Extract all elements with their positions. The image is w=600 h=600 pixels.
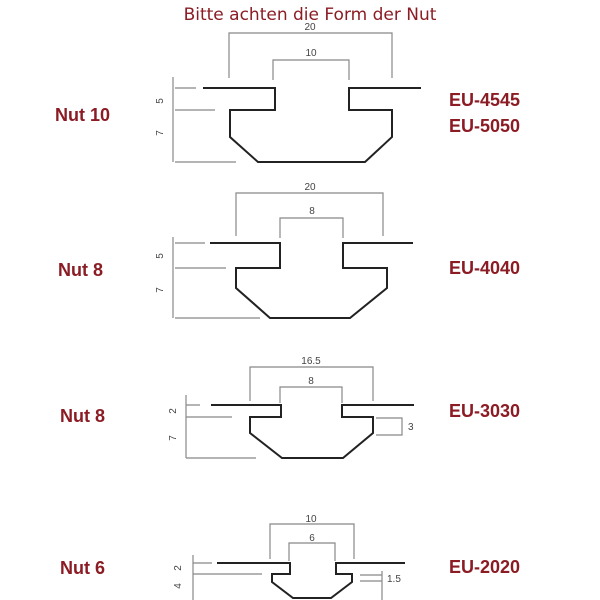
dim-lip-height: 5	[155, 253, 166, 259]
dim-lip-height: 2	[168, 408, 179, 414]
dim-side-height: 1.5	[387, 574, 401, 585]
slot-outline	[211, 404, 414, 459]
profile-nut-6: Nut 6 EU-2020 10 6 2 4 1.5	[60, 514, 520, 600]
dim-slot-width: 8	[308, 376, 314, 387]
dim-body-height: 4	[173, 583, 184, 589]
profile-nut-8-3030: Nut 8 EU-3030 16.5 8 2 7 3	[60, 356, 520, 459]
profile-nut-8-4040: Nut 8 EU-4040 20 8 5 7	[58, 182, 520, 319]
profile-label: Nut 6	[60, 558, 105, 578]
profile-code: EU-4040	[449, 258, 520, 278]
slot-outline	[203, 87, 421, 163]
diagram-title: Bitte achten die Form der Nut	[184, 5, 437, 25]
slot-outline	[210, 242, 413, 319]
dim-slot-width: 6	[309, 533, 315, 544]
dim-lip-height: 5	[155, 98, 166, 104]
slot-outline	[217, 562, 405, 599]
dim-body-height: 7	[155, 130, 166, 136]
dim-outer-width: 20	[304, 182, 316, 193]
dim-side-height: 3	[408, 422, 414, 433]
profile-label: Nut 8	[58, 260, 103, 280]
dim-lip-height: 2	[173, 565, 184, 571]
profile-code: EU-3030	[449, 401, 520, 421]
dim-slot-width: 8	[309, 206, 315, 217]
dim-body-height: 7	[155, 287, 166, 293]
profile-label: Nut 10	[55, 105, 110, 125]
profile-label: Nut 8	[60, 406, 105, 426]
profile-code: EU-4545	[449, 90, 520, 110]
dim-outer-width: 20	[304, 22, 316, 33]
dim-body-height: 7	[168, 435, 179, 441]
dim-outer-width: 10	[305, 514, 317, 525]
dim-slot-width: 10	[305, 48, 317, 59]
profile-code: EU-5050	[449, 116, 520, 136]
profile-nut-10: Nut 10 EU-4545 EU-5050 20 10 5 7	[55, 22, 520, 163]
profile-code: EU-2020	[449, 557, 520, 577]
dim-outer-width: 16.5	[301, 356, 321, 367]
